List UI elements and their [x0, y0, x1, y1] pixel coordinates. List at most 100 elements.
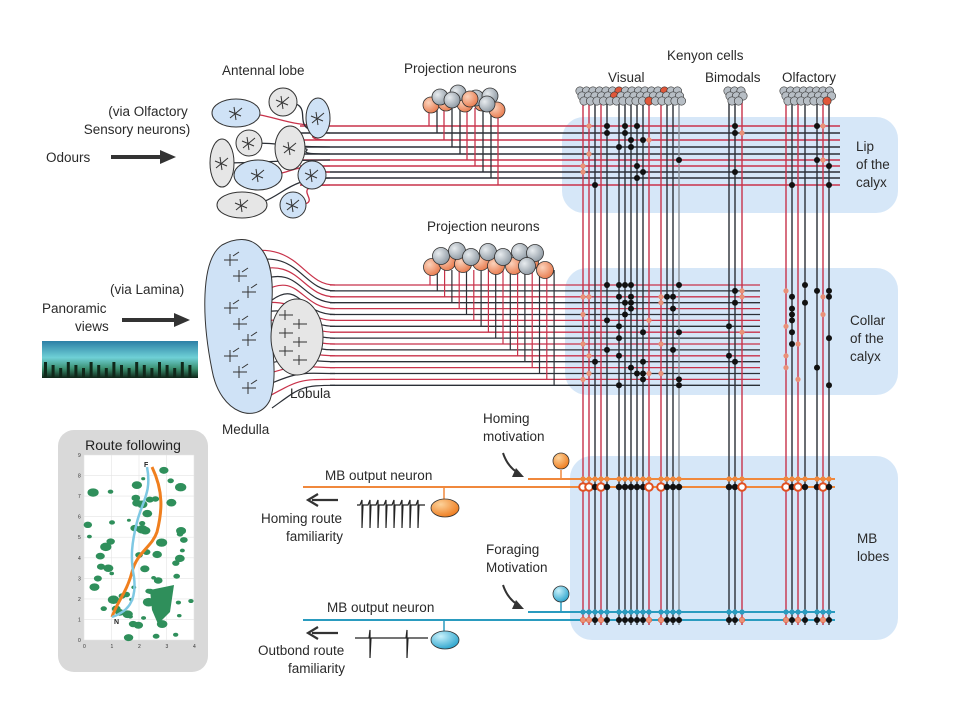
foraging-motivation-synapse — [634, 609, 640, 615]
homing-mbon-synapse — [818, 482, 828, 492]
route-obstacle — [107, 595, 120, 604]
grey-pn-soma — [462, 248, 480, 266]
homing-motivation-synapse — [783, 476, 789, 482]
homing-motivation-synapse — [622, 476, 628, 482]
panorama-tree — [165, 365, 169, 378]
medulla-dendrite — [233, 267, 249, 282]
homing-mbon-synapse — [793, 482, 803, 492]
panorama-tree — [150, 368, 154, 378]
outbound-mbon-synapse — [738, 616, 746, 624]
synapse-dot — [814, 287, 820, 294]
route-x-tick: 1 — [111, 644, 114, 650]
synapse-dot — [640, 169, 646, 175]
synapse-dot — [783, 365, 789, 371]
synapse-dot — [634, 175, 640, 181]
synapse-dot — [658, 294, 664, 300]
homing-mbon-synapse — [596, 482, 606, 492]
lobula-dendrite — [293, 355, 307, 365]
optic-pn-path — [271, 384, 336, 409]
panorama-tree — [173, 368, 177, 378]
foraging-motivation-arrowhead-icon — [512, 600, 524, 609]
via-olfactory-label-1: (via Olfactory — [108, 104, 188, 119]
synapse-dot — [604, 317, 610, 324]
homing-motivation-synapse — [580, 476, 586, 482]
optic-pn-path — [263, 284, 336, 310]
grey-pn-soma — [494, 248, 512, 266]
foraging-motivation-synapse — [814, 609, 820, 615]
route-obstacle — [141, 616, 147, 620]
outbound-mbon-synapse — [801, 616, 809, 624]
outbound-mbon-synapse — [627, 616, 635, 624]
outbound-mbon-synapse — [731, 616, 739, 624]
synapse-dot — [676, 157, 682, 163]
synapse-dot — [820, 123, 826, 129]
panorama-tree — [188, 365, 192, 378]
synapse-dot — [676, 382, 682, 389]
outbound-mbon-synapse — [585, 616, 593, 624]
homing-mbon-synapse — [615, 483, 623, 491]
outbound-mbon-synapse — [633, 616, 641, 624]
homing-mbon-synapse — [663, 483, 671, 491]
synapse-dot — [628, 364, 634, 371]
lobula-dendrite — [293, 337, 307, 347]
outbound-route-label-1: Outbond route — [258, 643, 345, 658]
route-end-label: F — [144, 462, 149, 469]
medulla-dendrite — [224, 299, 240, 314]
synapse-dot — [634, 370, 640, 377]
synapse-dot — [622, 282, 628, 288]
homing-mbon-synapse — [656, 482, 666, 492]
route-x-tick: 3 — [166, 644, 169, 650]
route-y-tick: 3 — [78, 576, 81, 582]
synapse-dot — [622, 123, 628, 129]
medulla-dendrite — [242, 331, 258, 346]
route-obstacle — [122, 610, 133, 619]
route-x-tick: 4 — [193, 644, 196, 650]
homing-motivation-synapse — [820, 476, 826, 482]
synapse-dot — [592, 182, 598, 188]
outbound-mbon-synapse — [639, 616, 647, 624]
synapse-dot — [670, 293, 676, 300]
foraging-motivation-synapse — [592, 609, 598, 615]
synapse-dot — [580, 294, 586, 300]
route-start-label: N — [114, 619, 119, 626]
glomerulus-dendrite — [282, 141, 297, 156]
panorama-tree — [142, 365, 146, 378]
foraging-motivation-synapse — [616, 609, 622, 615]
synapse-dot — [640, 370, 646, 377]
foraging-motivation-synapse — [622, 609, 628, 615]
route-obstacle — [167, 478, 174, 484]
glomerulus-dendrite — [304, 168, 319, 183]
route-obstacle — [140, 526, 151, 535]
route-obstacle — [188, 599, 194, 604]
lobula-dendrite — [293, 319, 307, 329]
mb-output-neuron-homing-label: MB output neuron — [325, 468, 433, 483]
synapse-dot — [646, 370, 652, 377]
antennal-lobe-label: Antennal lobe — [222, 63, 305, 78]
homing-mbon-synapse — [801, 483, 809, 491]
glomerulus-dendrite — [285, 198, 300, 213]
route-y-tick: 2 — [78, 597, 81, 603]
homing-motivation-synapse — [646, 476, 652, 482]
homing-motivation-soma — [552, 452, 570, 470]
outbound-mbon-synapse — [794, 616, 802, 624]
outbound-mbon-synapse — [663, 616, 671, 624]
homing-mbon-synapse — [781, 482, 791, 492]
orange-pn-soma — [536, 261, 554, 279]
route-obstacle — [141, 477, 146, 481]
collar-label-3: calyx — [850, 349, 881, 364]
lobula-dendrite — [279, 328, 293, 338]
synapse-dot — [634, 123, 640, 129]
homing-motivation-synapse — [739, 476, 745, 482]
outbound-mbon-synapse — [788, 616, 796, 624]
synapse-dot — [789, 305, 795, 312]
mb-lobes-label-2: lobes — [857, 549, 890, 564]
synapse-dot — [628, 299, 634, 306]
homing-motivation-synapse — [658, 476, 664, 482]
synapse-dot — [586, 123, 592, 129]
synapse-dot — [732, 169, 738, 175]
route-obstacle — [131, 494, 141, 502]
synapse-dot — [580, 311, 586, 318]
foraging-motivation-synapse — [640, 609, 646, 615]
homing-mbon-synapse — [584, 482, 594, 492]
synapse-dot — [616, 352, 622, 359]
